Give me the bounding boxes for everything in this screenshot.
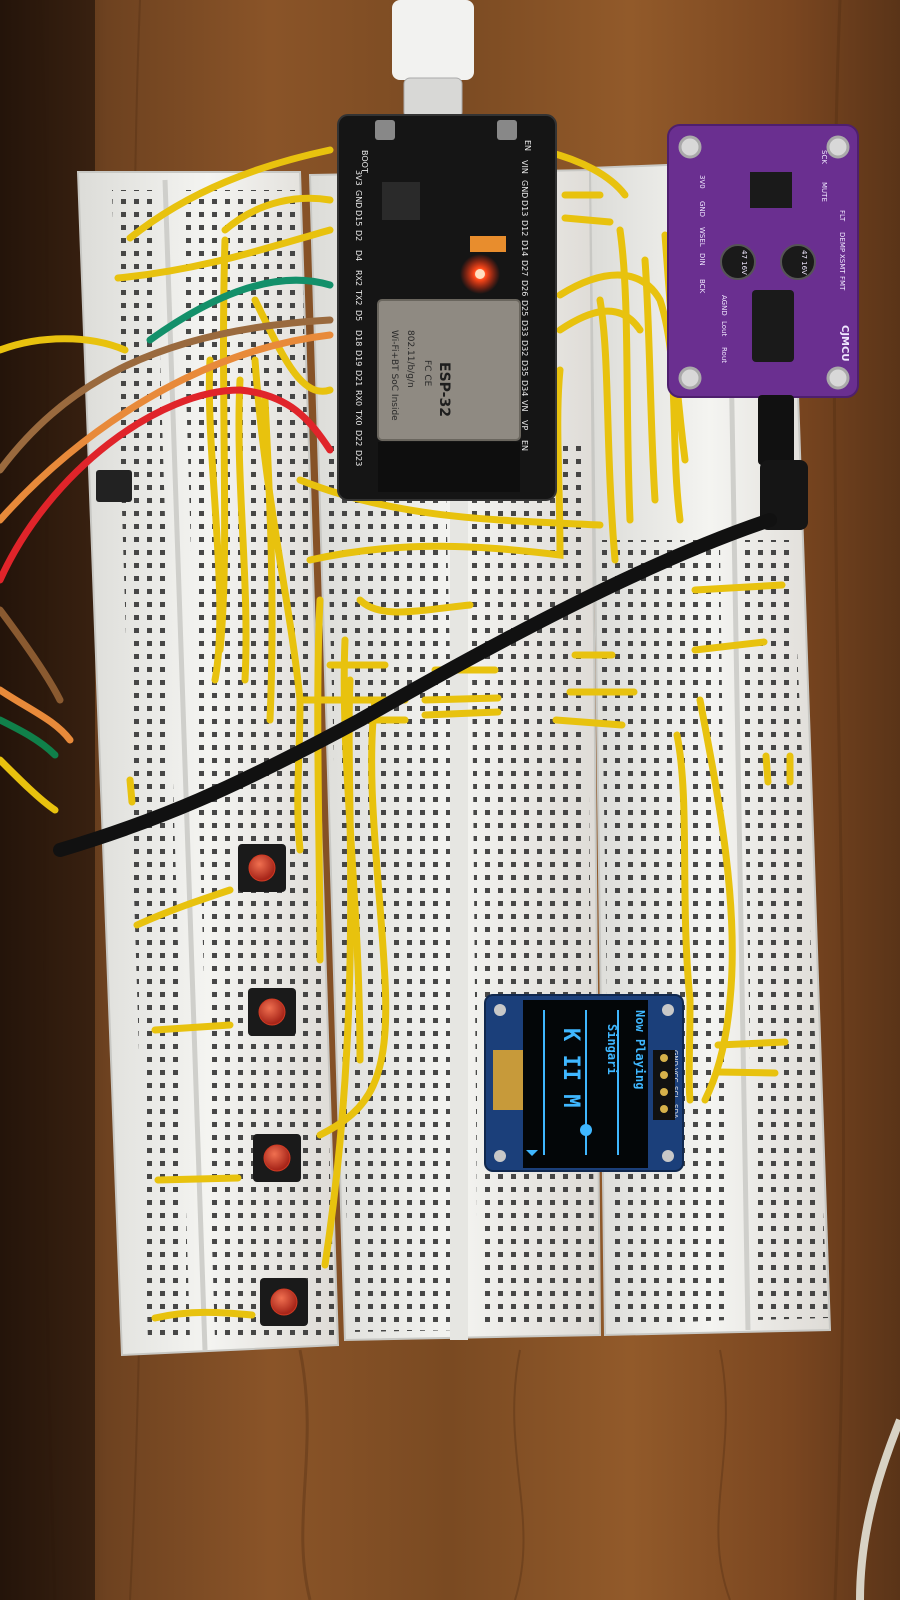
usb-chip-icon <box>382 182 420 220</box>
audio-cable <box>53 395 808 857</box>
button-cap-icon <box>258 998 286 1026</box>
esp32-left-pin-label: D5 <box>354 310 363 321</box>
esp32-right-pin-label: D25 <box>520 300 529 316</box>
dac-mid-pin-label: Lout <box>720 321 728 336</box>
header-connector <box>96 470 132 502</box>
capacitor-1-icon <box>720 244 756 280</box>
antenna-area <box>378 442 520 492</box>
module-sub1: Wi-Fi+BT SoC Inside <box>389 330 399 421</box>
esp32-left-pin-label: D23 <box>354 450 363 466</box>
capacitor-2-icon <box>780 244 816 280</box>
cap2-label: 47 16V <box>800 250 808 275</box>
esp32-right-pin-label: D13 <box>520 200 529 216</box>
esp32-left-pin-label: 3V3 <box>354 170 363 186</box>
button-cap-icon <box>270 1288 298 1316</box>
esp32-right-pin-label: D32 <box>520 340 529 356</box>
esp32-right-pin-label: D35 <box>520 360 529 376</box>
module-label: ESP-32 <box>436 362 452 417</box>
power-led-icon <box>470 236 506 252</box>
esp32-left-pin-label: D18 <box>354 330 363 346</box>
dac-mid-pin-label: AGND <box>720 295 728 316</box>
oled-track: Singari <box>605 1024 619 1075</box>
volume-icon <box>526 1150 538 1156</box>
esp32-left-pin-label: GND <box>354 190 363 208</box>
esp32-right-pin-label: D14 <box>520 240 529 256</box>
push-button-4[interactable] <box>260 1278 308 1326</box>
esp32-left-pin-label: D21 <box>354 370 363 386</box>
dac-left-pin-label: WSEL <box>698 227 706 247</box>
dac-right-pin-labels: FLT DEMP XSMT FMT <box>838 210 846 291</box>
oled-controls: K II M <box>558 1028 583 1107</box>
esp32-module-shield <box>377 299 521 441</box>
dac-left-pin-label: BCK <box>698 279 706 294</box>
cap1-label: 47 16V <box>740 250 748 275</box>
boot-button-icon <box>375 120 395 140</box>
oled-display-module: GNDVCCSCLSDA Now Playing Singari K II M <box>484 994 684 1172</box>
dac-pin-mute: MUTE <box>820 182 828 202</box>
push-buttons <box>238 844 308 1326</box>
push-button-1[interactable] <box>238 844 286 892</box>
esp32-left-pin-label: RX0 <box>354 390 363 406</box>
dac-left-pin-label: 3V0 <box>698 175 706 189</box>
esp32-right-pin-label: D26 <box>520 280 529 296</box>
esp32-left-pin-label: TX0 <box>354 409 363 425</box>
dac-left-pin-label: DIN <box>698 253 706 266</box>
esp32-right-pin-label: VN <box>520 400 529 411</box>
module-sub2: 802.11/b/g/n <box>405 330 415 388</box>
esp32-left-pin-label: RX2 <box>354 270 363 286</box>
push-button-2[interactable] <box>248 988 296 1036</box>
white-cable <box>856 1418 900 1600</box>
esp32-left-pin-label: D22 <box>354 430 363 446</box>
dac-chip-icon <box>750 172 792 208</box>
audio-jack-icon <box>752 290 794 362</box>
esp32-left-pin-label: D2 <box>354 230 363 241</box>
dac-left-pin-label: GND <box>698 201 706 217</box>
module-fcc: FC CE <box>422 360 432 387</box>
oled-title: Now Playing <box>633 1010 647 1089</box>
esp32-right-pin-label: EN <box>520 440 529 451</box>
esp32-right-pin-label: GND <box>520 180 529 198</box>
flex-cable <box>493 1050 523 1110</box>
dac-mid-pin-label: Rout <box>720 347 728 363</box>
esp32-right-pin-label: D12 <box>520 220 529 236</box>
dac-brand: CJMCU <box>839 325 850 361</box>
esp32-left-pin-label: D4 <box>354 250 363 261</box>
dac-right-pin-label: DEMP <box>838 232 846 252</box>
esp32-right-pin-label: D33 <box>520 320 529 336</box>
esp32-left-pin-label: D15 <box>354 210 363 226</box>
dac-right-pin-label: XSMT <box>838 254 846 274</box>
dac-right-pin-label: FMT <box>838 276 846 291</box>
push-button-3[interactable] <box>253 1134 301 1182</box>
button-cap-icon <box>248 854 276 882</box>
en-button-icon <box>497 120 517 140</box>
oled-header-pins-icon <box>653 1050 675 1120</box>
esp32-right-pin-label: VIN <box>520 160 529 174</box>
esp32-left-pin-label: D19 <box>354 350 363 366</box>
esp32-right-pin-label: D27 <box>520 260 529 276</box>
boot-label: BOOT <box>360 150 369 173</box>
progress-knob-icon <box>580 1124 592 1136</box>
colored-wires-left <box>0 276 334 759</box>
esp32-left-pin-label: TX2 <box>354 289 363 305</box>
esp32-right-pin-label: VP <box>520 420 529 430</box>
dac-right-pin-label: FLT <box>838 210 846 222</box>
button-cap-icon <box>263 1144 291 1172</box>
esp32-right-pin-label: D34 <box>520 380 529 396</box>
dac-pin-sck: SCK <box>820 150 828 164</box>
en-label: EN <box>523 140 532 151</box>
breadboard-left <box>76 171 340 1357</box>
